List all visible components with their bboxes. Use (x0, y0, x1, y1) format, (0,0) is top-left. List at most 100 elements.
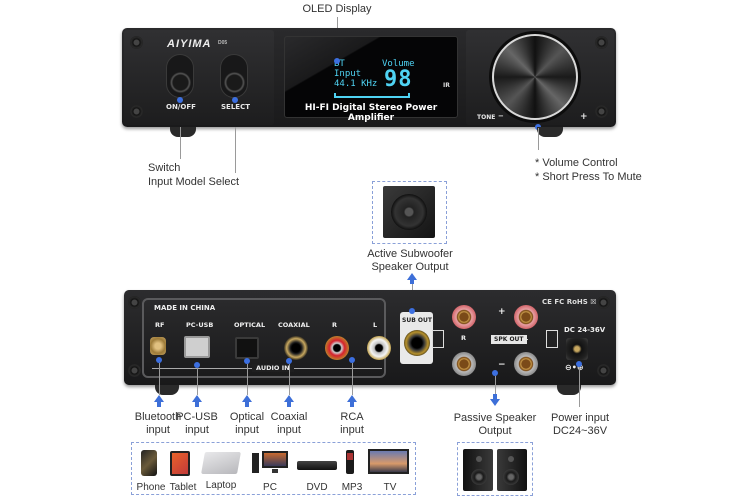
dvd-player-icon (297, 461, 337, 470)
rca-callout-line (352, 363, 353, 395)
tone-minus-label: − (498, 112, 504, 120)
sub-out-jack[interactable] (404, 330, 430, 356)
subwoofer-label-line1: Active Subwoofer (367, 248, 453, 260)
screw-icon (130, 36, 143, 49)
power-button-label: ON/OFF (166, 103, 196, 111)
arrow-down-icon (490, 399, 500, 406)
tablet-icon (170, 451, 190, 476)
arrow-up-icon (242, 395, 252, 402)
select-callout-line (235, 127, 236, 173)
volume-callout-line (538, 128, 539, 150)
sub-out-label: SUB OUT (402, 317, 432, 324)
optical-input-line2: input (235, 424, 259, 436)
arrow-stem (245, 402, 249, 407)
subwoofer-arrow-stem (410, 280, 414, 284)
front-foot-right (537, 127, 563, 137)
speakers-image-frame (457, 442, 533, 496)
oled-volume-label: Volume (382, 59, 415, 69)
coaxial-label: COAXIAL (278, 321, 310, 329)
rca-r-jack[interactable] (325, 336, 349, 360)
power-button[interactable] (166, 54, 194, 98)
subwoofer-icon (383, 186, 435, 238)
sub-callout-dot (409, 308, 415, 314)
power-callout-dot (576, 361, 582, 367)
coaxial-input-line2: input (277, 424, 301, 436)
usb-callout-line (197, 368, 198, 395)
rf-label: RF (155, 321, 165, 329)
optical-label: OPTICAL (234, 321, 266, 329)
subwoofer-image-frame (372, 181, 447, 244)
tone-label: TONE (477, 114, 496, 121)
volume-knob[interactable] (492, 34, 578, 120)
rca-input-line2: input (340, 424, 364, 436)
subwoofer-arrow-icon (407, 273, 417, 280)
arrow-up-icon (284, 395, 294, 402)
model-number: D05 (218, 40, 228, 46)
device-label-laptop: Laptop (205, 480, 237, 491)
pc-icon (252, 451, 288, 475)
input-select-callout: Input Model Select (148, 176, 240, 188)
oled-volume-bar (334, 93, 410, 98)
select-button-cap[interactable] (224, 72, 245, 93)
power-callout-dot (177, 97, 183, 103)
screw-icon (595, 105, 608, 118)
front-left-section (124, 30, 274, 125)
coaxial-callout-line (289, 364, 290, 395)
coaxial-input-line1: Coaxial (270, 411, 308, 423)
optical-callout-dot (244, 358, 250, 364)
rca-l-jack[interactable] (367, 336, 391, 360)
arrow-up-icon (154, 395, 164, 402)
dc-power-jack[interactable] (566, 338, 588, 360)
rf-callout-dot (156, 357, 162, 363)
rca-l-label: L (373, 321, 378, 329)
coaxial-callout-dot (286, 358, 292, 364)
coaxial-jack[interactable] (284, 336, 308, 360)
bookshelf-speaker-icon (463, 449, 493, 491)
front-foot-left (170, 127, 196, 137)
spk-r-label: R (461, 334, 467, 342)
optical-port[interactable] (235, 337, 259, 359)
mute-callout: * Short Press To Mute (535, 171, 642, 183)
spk-callout-dot (492, 370, 498, 376)
power-input-line2: DC24~36V (552, 425, 608, 437)
speaker-r-negative-terminal[interactable] (452, 352, 476, 376)
passive-speaker-line2: Output (478, 425, 512, 437)
device-label-phone: Phone (136, 482, 166, 493)
select-button[interactable] (220, 54, 248, 98)
arrow-stem (195, 402, 199, 407)
optical-callout-line (247, 364, 248, 395)
oled-source: BT (334, 59, 345, 69)
power-button-cap[interactable] (170, 72, 191, 93)
arrow-stem (350, 402, 354, 407)
bluetooth-input-line2: input (146, 424, 170, 436)
speaker-l-negative-terminal[interactable] (514, 352, 538, 376)
screw-icon (128, 364, 141, 377)
rca-input-line1: RCA (340, 411, 364, 423)
oled-callout-dot (334, 58, 340, 64)
device-label-dvd: DVD (306, 482, 328, 493)
screw-icon (597, 296, 610, 309)
arrow-up-icon (347, 395, 357, 402)
speaker-l-icon (546, 330, 558, 348)
device-label-tablet: Tablet (169, 482, 197, 493)
rf-antenna-jack[interactable] (150, 337, 166, 355)
speaker-r-positive-terminal[interactable] (452, 305, 476, 329)
oled-caption: HI-FI Digital Stereo Power Amplifier (304, 103, 438, 123)
polarity-symbol: ⊖•⊕ (565, 363, 584, 372)
arrow-stem (157, 402, 161, 407)
mp3-player-icon (346, 450, 354, 474)
speaker-l-positive-terminal[interactable] (514, 305, 538, 329)
screw-icon (597, 364, 610, 377)
rear-foot-left (155, 385, 179, 395)
oled-display-callout: OLED Display (302, 3, 372, 15)
usb-callout-dot (194, 362, 200, 368)
switch-callout: Switch (148, 162, 181, 174)
rf-callout-line (159, 363, 160, 395)
pc-usb-label: PC-USB (186, 321, 214, 329)
tone-plus-label: + (580, 112, 588, 122)
passive-speaker-line1: Passive Speaker (453, 412, 537, 424)
usb-b-port[interactable] (184, 336, 210, 358)
select-callout-dot (232, 97, 238, 103)
power-callout-line (579, 367, 580, 407)
device-label-mp3: MP3 (341, 482, 363, 493)
